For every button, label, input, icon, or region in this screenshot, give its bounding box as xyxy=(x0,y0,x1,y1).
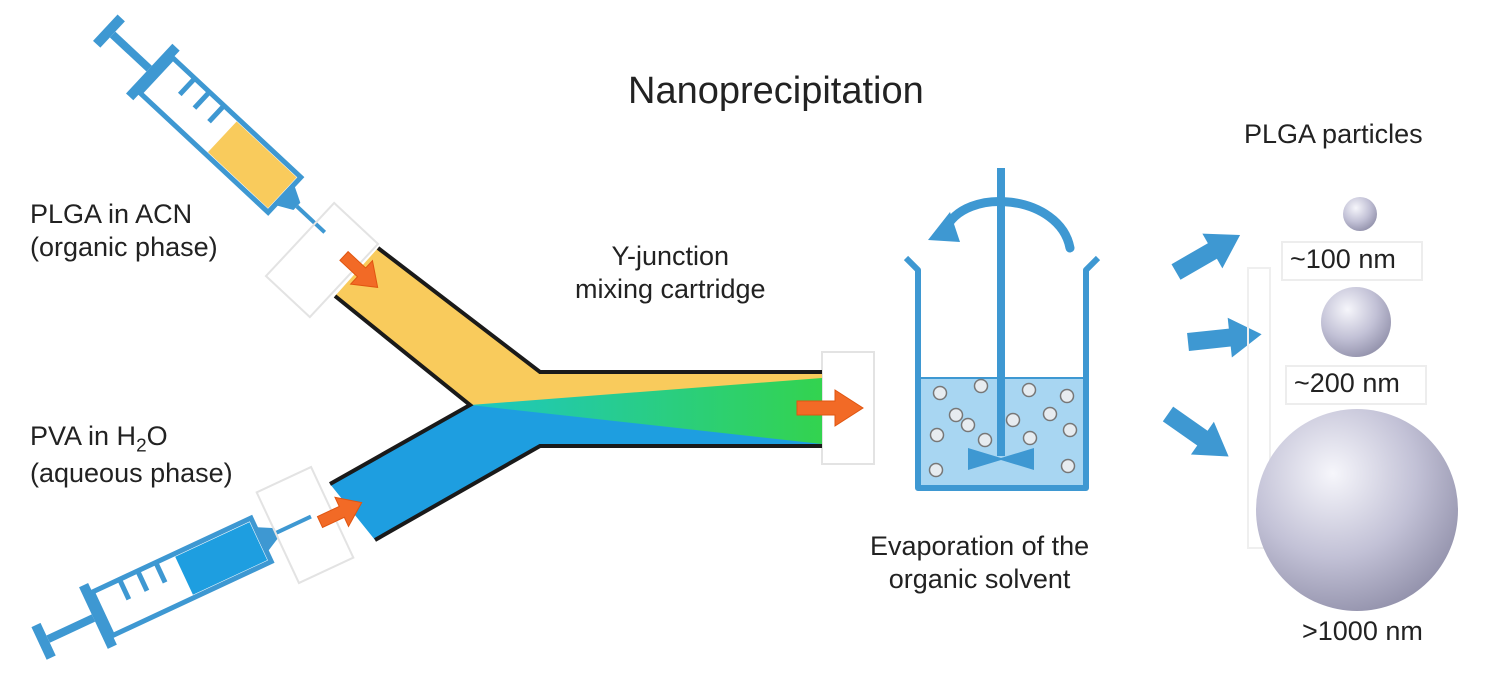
rotation-arrow-arc xyxy=(940,197,1075,253)
arrow-to-medium-particle xyxy=(1187,317,1262,358)
y-junction-wall-bottom xyxy=(374,444,822,542)
label-frame xyxy=(1285,365,1427,405)
diagram-title: Nanoprecipitation xyxy=(628,70,924,112)
aqueous-phase-label: PVA in H2O (aqueous phase) xyxy=(30,420,233,490)
syringe-flange xyxy=(125,43,180,101)
bubble xyxy=(932,385,948,401)
fitting-organic xyxy=(264,201,380,319)
mixer-line2: mixing cartridge xyxy=(575,273,766,304)
label-frame xyxy=(1281,241,1423,281)
bubble xyxy=(929,427,945,443)
particle-size-label-small: ~100 nm xyxy=(1290,244,1396,274)
aqueous-phase-line1-sub: 2 xyxy=(136,435,147,457)
bubble xyxy=(1005,412,1021,428)
flow-arrow-aqueous xyxy=(316,496,363,529)
evaporation-label: Evaporation of the organic solvent xyxy=(870,530,1089,596)
stirrer-shaft xyxy=(997,168,1005,456)
evaporation-line2: organic solvent xyxy=(888,563,1071,594)
syringe-tick xyxy=(154,563,168,584)
beaker xyxy=(903,168,1101,491)
organic-phase-line2: (organic phase) xyxy=(30,231,218,262)
bubble xyxy=(1022,430,1038,446)
syringe-tick xyxy=(118,580,132,601)
syringe-flange xyxy=(79,582,117,649)
syringe-organic xyxy=(93,14,327,234)
syringe-thumb-rest xyxy=(93,14,125,48)
aqueous-phase-line2: (aqueous phase) xyxy=(30,458,233,489)
bubble xyxy=(960,417,976,433)
syringe-plunger-rod xyxy=(46,614,96,643)
label-frame xyxy=(1247,267,1271,549)
particle-100nm xyxy=(1343,197,1377,231)
beaker-wall xyxy=(903,255,1101,491)
y-junction-aqueous-channel xyxy=(330,405,822,540)
stirrer-blade xyxy=(968,448,1034,470)
syringe-thumb-rest xyxy=(31,622,56,660)
syringe-plunger-rod xyxy=(109,31,152,72)
bubble xyxy=(1062,422,1078,438)
syringe-aqueous xyxy=(31,514,312,660)
mixer-line1: Y-junction xyxy=(611,241,730,271)
organic-phase-label: PLGA in ACN (organic phase) xyxy=(30,198,218,264)
rotation-arrow-head xyxy=(928,212,960,242)
syringe-needle xyxy=(295,204,327,234)
arrow-to-small-particle xyxy=(1171,233,1241,280)
syringe-tip xyxy=(274,184,301,211)
syringe-liquid xyxy=(207,121,297,209)
mixer-label: Y-junction mixing cartridge xyxy=(575,240,766,306)
aqueous-phase-line1: PVA in H2O xyxy=(30,420,233,457)
syringe-tick xyxy=(207,105,225,124)
particle-size-label-medium: ~200 nm xyxy=(1294,368,1400,398)
syringe-tick xyxy=(192,91,210,110)
evaporation-line1: Evaporation of the xyxy=(870,531,1090,561)
bubble xyxy=(1021,382,1037,398)
bubble xyxy=(948,407,964,423)
y-junction-wall-inner xyxy=(329,294,474,486)
bubble xyxy=(1060,458,1076,474)
flow-arrow-outlet xyxy=(796,389,864,427)
y-junction xyxy=(329,246,822,542)
particle-200nm xyxy=(1321,287,1391,357)
bubble xyxy=(1042,406,1058,422)
syringe-needle xyxy=(275,514,312,535)
syringe-tick xyxy=(177,78,196,97)
particle-bubbles xyxy=(928,378,1078,478)
arrow-to-large-particle xyxy=(1162,406,1229,457)
syringe-tick xyxy=(136,571,150,592)
bubble xyxy=(977,432,993,448)
y-junction-mixing-zone xyxy=(470,378,822,444)
aqueous-phase-line1-post: O xyxy=(146,421,168,451)
flow-arrow-organic xyxy=(339,250,379,288)
bubble xyxy=(1059,388,1075,404)
syringe-liquid xyxy=(175,522,268,595)
y-junction-organic-channel xyxy=(335,248,822,405)
y-junction-wall-top xyxy=(376,246,822,374)
bubble xyxy=(973,378,989,394)
particle-size-label-large: >1000 nm xyxy=(1302,616,1423,646)
bubble xyxy=(928,462,944,478)
particles-heading: PLGA particles xyxy=(1244,119,1423,149)
particle-1000nm xyxy=(1256,409,1458,611)
syringe-tip xyxy=(255,527,279,553)
aqueous-phase-line1-pre: PVA in H xyxy=(30,421,137,451)
organic-phase-line1: PLGA in ACN xyxy=(30,199,193,229)
